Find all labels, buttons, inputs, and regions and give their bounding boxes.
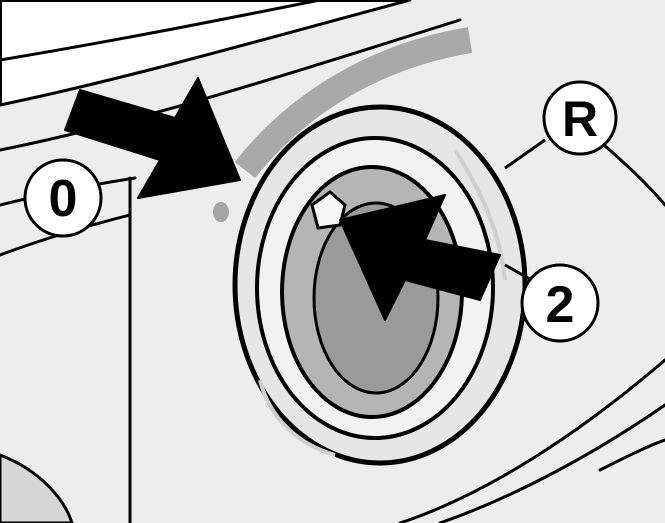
arrow-icon <box>339 194 501 321</box>
arrow-icon <box>64 77 241 199</box>
callout-zero-label: 0 <box>49 170 78 228</box>
indicator-arc <box>234 27 473 179</box>
callout-two: 2 <box>520 263 600 343</box>
dial-pointer <box>310 190 347 230</box>
callout-reset: R <box>542 80 618 156</box>
callout-two-label: 2 <box>546 276 575 334</box>
callout-zero: 0 <box>23 158 103 238</box>
indicator-dot <box>213 202 229 222</box>
callout-reset-label: R <box>562 91 598 147</box>
